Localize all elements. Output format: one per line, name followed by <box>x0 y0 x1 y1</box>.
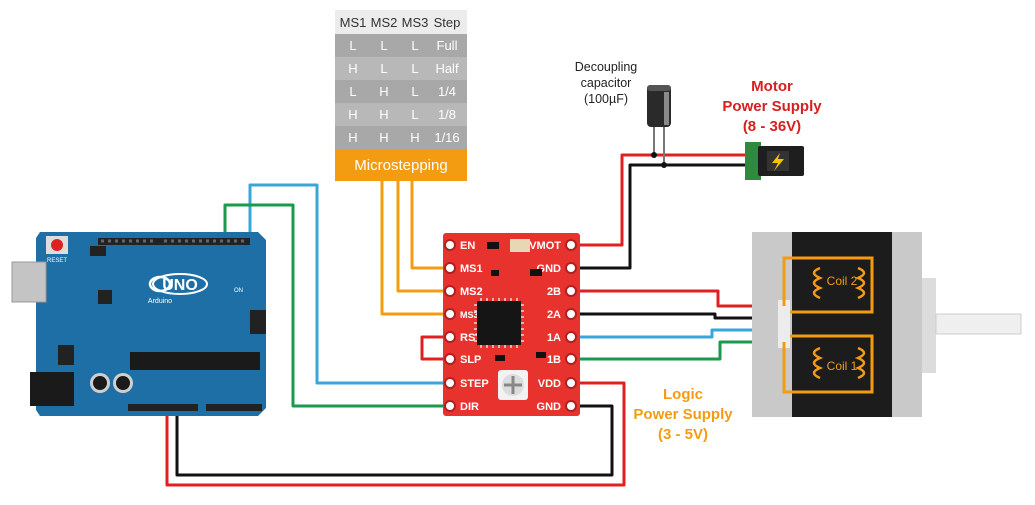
microstepping-footer <box>335 149 467 181</box>
motor-power-supply: Motor Power Supply (8 - 36V) <box>722 78 822 180</box>
motor-supply-title-3: (8 - 36V) <box>743 118 801 135</box>
wire-ms2 <box>396 181 447 293</box>
table-cell: L <box>380 38 387 53</box>
pin-vmot-label: VMOT <box>529 240 561 252</box>
table-cell: L <box>411 107 418 122</box>
wire-step <box>248 183 447 385</box>
table-header-ms3: MS3 <box>402 15 429 30</box>
pin-ms1-label: MS1 <box>460 263 483 275</box>
pin-ms3-label: MS3 <box>460 310 479 320</box>
wire-2b <box>570 289 780 308</box>
motor-supply-title-1: Motor <box>751 78 793 95</box>
decoupling-capacitor: Decoupling capacitor (100µF) <box>575 60 671 127</box>
table-header-ms2: MS2 <box>371 15 398 30</box>
stepper-motor: Coil 2 Coil 1 <box>752 232 1022 417</box>
table-row: H H H 1/16 <box>348 130 459 145</box>
on-led-label: ON <box>234 288 243 294</box>
pin-vdd-label: VDD <box>538 378 561 390</box>
wire-vdd <box>165 381 626 487</box>
power-jack <box>30 372 74 406</box>
reset-label: RESET <box>47 258 67 264</box>
table-row: H H L 1/8 <box>348 107 456 122</box>
motor-supply-title-2: Power Supply <box>722 98 822 115</box>
wire-rst-slp <box>420 335 447 361</box>
table-cell: L <box>411 38 418 53</box>
table-cell: Half <box>435 61 459 76</box>
pin-step-label: STEP <box>460 378 489 390</box>
wire-dir <box>223 203 447 408</box>
pin-ms2-label: MS2 <box>460 286 483 298</box>
logic-supply-title-2: Power Supply <box>633 406 733 423</box>
motor-shaft <box>935 313 1022 335</box>
table-header-step: Step <box>434 15 461 30</box>
wire-ms1 <box>410 181 447 270</box>
arduino-uno-logo: UNO <box>162 277 198 294</box>
table-header-ms1: MS1 <box>340 15 367 30</box>
pin-1b-label: 1B <box>547 354 561 366</box>
table-cell: H <box>410 130 419 145</box>
wire-ms3 <box>380 181 447 316</box>
logic-power-supply: Logic Power Supply (3 - 5V) <box>633 386 733 443</box>
wires <box>165 125 780 487</box>
wire-1b <box>570 340 780 361</box>
coil-1-label: Coil 1 <box>827 359 858 373</box>
coil-2-label: Coil 2 <box>827 274 858 288</box>
capacitor-label-1: Decoupling <box>575 60 638 74</box>
microstepping-label: Microstepping <box>354 157 447 174</box>
pin-gnd-label: GND <box>537 263 562 275</box>
table-cell: L <box>380 61 387 76</box>
arduino-brand: Arduino <box>148 298 172 305</box>
table-cell: 1/8 <box>438 107 456 122</box>
table-cell: H <box>348 130 357 145</box>
table-cell: H <box>348 107 357 122</box>
pin-2b-label: 2B <box>547 286 561 298</box>
pin-1a-label: 1A <box>547 332 561 344</box>
usb-port <box>12 262 46 302</box>
pin-en-label: EN <box>460 240 475 252</box>
lightning-icon <box>772 153 784 171</box>
microstepping-table: MS1 MS2 MS3 Step L L L Full H L L Half L… <box>335 10 467 181</box>
pin-slp-label: SLP <box>460 354 481 366</box>
table-cell: 1/16 <box>434 130 459 145</box>
table-cell: L <box>411 84 418 99</box>
wire-2a <box>570 312 780 320</box>
reset-button[interactable] <box>51 239 63 251</box>
wire-motor-gnd <box>570 163 750 270</box>
table-cell: 1/4 <box>438 84 456 99</box>
logic-supply-title-3: (3 - 5V) <box>658 426 708 443</box>
table-cell: H <box>379 84 388 99</box>
wire-vmot <box>570 153 750 247</box>
table-cell: L <box>411 61 418 76</box>
table-row: L H L 1/4 <box>349 84 456 99</box>
table-cell: H <box>379 107 388 122</box>
table-cell: L <box>349 38 356 53</box>
pin-2a-label: 2A <box>547 309 561 321</box>
pin-gnd2-label: GND <box>537 401 562 413</box>
driver-chip <box>477 301 521 345</box>
table-cell: L <box>349 84 356 99</box>
wire-1a <box>570 328 780 339</box>
atmega-chip <box>130 352 260 370</box>
table-row: H L L Half <box>348 61 459 76</box>
table-row: L L L Full <box>349 38 457 53</box>
pin-dir-label: DIR <box>460 401 479 413</box>
table-cell: H <box>379 130 388 145</box>
a4988-driver: EN MS1 MS2 MS3 RST SLP STEP DIR VMOT GND… <box>443 233 580 416</box>
logic-supply-title-1: Logic <box>663 386 703 403</box>
table-cell: Full <box>437 38 458 53</box>
wire-logic-gnd <box>175 404 614 477</box>
capacitor-label-2: capacitor <box>581 76 632 90</box>
capacitor-label-3: (100µF) <box>584 92 628 106</box>
table-cell: H <box>348 61 357 76</box>
arduino-uno-board: RESET UNO Arduino ON <box>11 232 266 416</box>
